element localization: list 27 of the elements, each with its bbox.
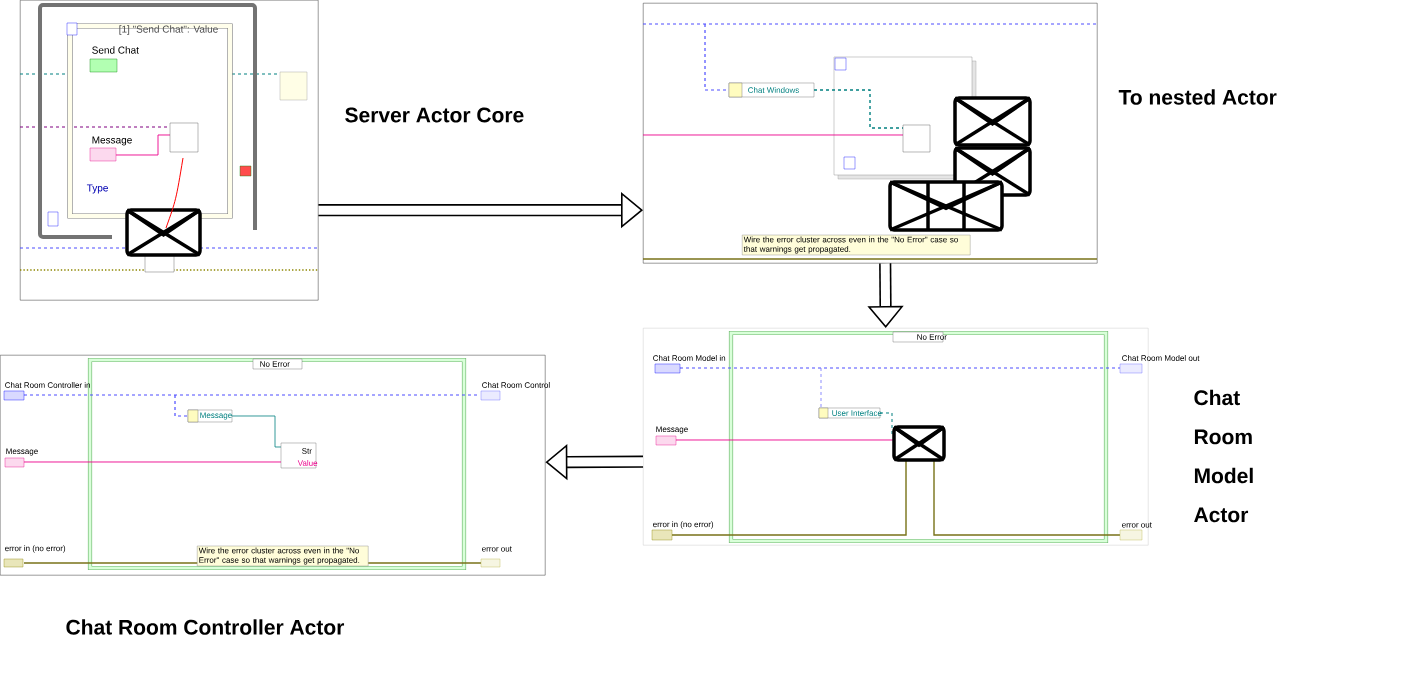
diagram-label: Message (656, 426, 688, 434)
diagram-label: Chat Room Model out (1122, 355, 1200, 361)
diagram-label: error in (no error) (653, 521, 714, 529)
diagram-label: No Error (917, 334, 947, 340)
diagram-label: Send Chat (92, 46, 139, 54)
diagram-label: Chat Room Model in (653, 355, 726, 361)
diagram-label: Chat Room Controller in (5, 382, 90, 388)
panel-title: Chat Room Controller Actor (66, 619, 345, 635)
diagram-label: [1] "Send Chat": Value (119, 25, 218, 35)
diagram-label: error out (482, 546, 512, 552)
diagram-label: error in (no error) (5, 545, 66, 553)
diagram-label: Chat Room Control (482, 382, 550, 388)
diagram-label: Value (297, 460, 318, 466)
note-box: Wire the error cluster across even in the "No Error" case so that warnings get propagated. (742, 234, 971, 256)
panel-title: To nested Actor (1118, 89, 1277, 105)
panel-title: Server Actor Core (345, 107, 524, 123)
note-box: Wire the error cluster across even in the "No Error" case so that warnings get propagated. (197, 545, 369, 567)
diagram-label: Chat Windows (748, 87, 799, 93)
diagram-label: Message (6, 448, 38, 456)
diagram-label: Message (92, 136, 132, 146)
panel-title: Chat Room Model Actor (1194, 389, 1253, 523)
diagram-label: error out (1122, 522, 1152, 528)
diagram-label: User Interface (832, 410, 882, 416)
diagram-label: Str (302, 448, 312, 454)
diagram-label: Type (86, 184, 108, 194)
diagram-label: Message (200, 412, 232, 420)
diagram-label: No Error (260, 361, 290, 367)
